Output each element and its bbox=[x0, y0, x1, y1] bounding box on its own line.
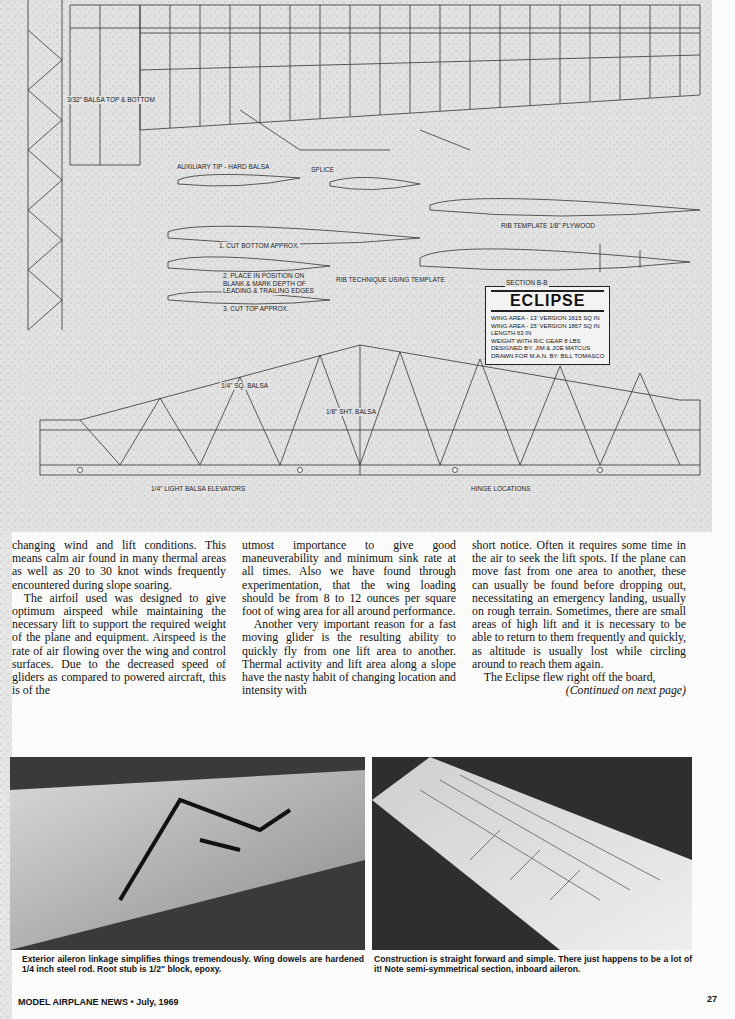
spec-line: WEIGHT WITH R/C GEAR 8 LBS bbox=[491, 338, 604, 346]
body-text: utmost importance to give good maneuvera… bbox=[242, 539, 456, 618]
photo bbox=[372, 757, 692, 950]
plan-note: 2. PLACE IN POSITION ON BLANK & MARK DEP… bbox=[222, 272, 319, 295]
plan-note: SECTION B-B bbox=[505, 279, 549, 287]
page-footer: 27 bbox=[707, 994, 717, 1004]
plan-note: SPLICE bbox=[310, 166, 335, 174]
plan-note: AUXILIARY TIP - HARD BALSA bbox=[176, 163, 270, 171]
spec-line: WING AREA - 13' VERSION 1615 SQ IN bbox=[491, 315, 604, 323]
text-column: changing wind and lift conditions. This … bbox=[12, 539, 226, 697]
spec-line: WING AREA - 15' VERSION 1867 SQ IN bbox=[491, 323, 604, 331]
plan-note: HINGE LOCATIONS bbox=[470, 485, 531, 493]
spec-line: LENGTH 63 IN bbox=[491, 330, 604, 338]
body-text: short notice. Often it requires some tim… bbox=[472, 539, 686, 671]
plan-title: ECLIPSE bbox=[491, 290, 604, 312]
body-text: The Eclipse flew right off the board, bbox=[472, 671, 686, 684]
plan-note: 1/4" LIGHT BALSA ELEVATORS bbox=[150, 485, 246, 493]
spec-box: ECLIPSE WING AREA - 13' VERSION 1615 SQ I… bbox=[485, 286, 610, 365]
body-text: changing wind and lift conditions. This … bbox=[12, 539, 226, 592]
text-column: short notice. Often it requires some tim… bbox=[472, 539, 686, 697]
plan-note: RIB TECHNIQUE USING TEMPLATE bbox=[335, 276, 446, 284]
plan-note: 3/32" BALSA TOP & BOTTOM bbox=[66, 96, 156, 104]
plan-note: 1/4" SQ. BALSA bbox=[220, 382, 269, 390]
plan-note: RIB TEMPLATE 1/8" PLYWOOD bbox=[500, 222, 596, 230]
page-footer: MODEL AIRPLANE NEWS • July, 1969 bbox=[18, 997, 179, 1007]
plan-note: 1. CUT BOTTOM APPROX. bbox=[218, 242, 300, 250]
plan-note: 3. CUT TOP APPROX. bbox=[222, 305, 290, 313]
body-text: (Continued on next page) bbox=[472, 684, 686, 697]
body-text: The airfoil used was designed to give op… bbox=[12, 592, 226, 698]
text-column: utmost importance to give good maneuvera… bbox=[242, 539, 456, 697]
plan-note: 1/8" SHT. BALSA bbox=[325, 408, 377, 416]
spec-line: DESIGNED BY: JIM & JOE MATCUS bbox=[491, 345, 604, 353]
body-text: Another very important reason for a fast… bbox=[242, 618, 456, 697]
photo-caption: Construction is straight forward and sim… bbox=[374, 954, 692, 975]
photo bbox=[10, 757, 365, 950]
photo-caption: Exterior aileron linkage simplifies thin… bbox=[22, 954, 364, 975]
spec-line: DRAWN FOR M.A.N. BY: BILL TOMASCO bbox=[491, 353, 604, 361]
